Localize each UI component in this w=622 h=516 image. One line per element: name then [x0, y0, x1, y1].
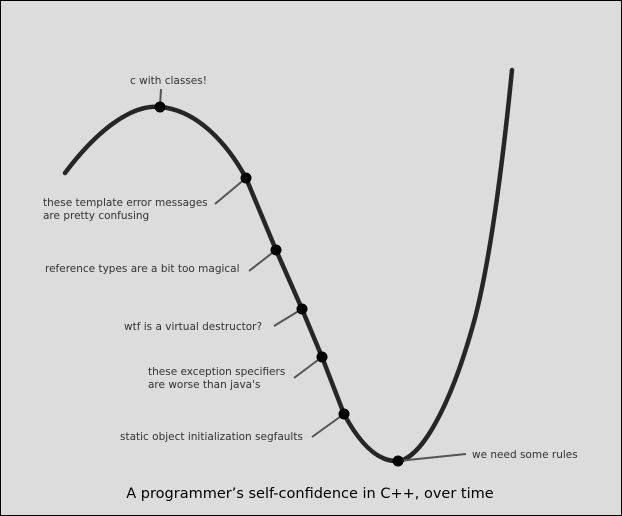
- milestone-point: [240, 172, 252, 184]
- milestone-point: [316, 351, 328, 363]
- milestone-point: [270, 244, 282, 256]
- annotation-line: c with classes!: [130, 75, 207, 87]
- annotation-label: reference types are a bit too magical: [45, 263, 240, 275]
- annotation-line: static object initialization segfaults: [120, 431, 303, 443]
- annotation-line: these exception specifiers: [148, 366, 285, 378]
- annotation-label: wtf is a virtual destructor?: [124, 321, 262, 333]
- annotation-line: we need some rules: [472, 449, 578, 461]
- annotation-leader: [311, 413, 345, 438]
- annotation-label: c with classes!: [130, 75, 207, 87]
- annotation-line: reference types are a bit too magical: [45, 263, 240, 275]
- annotation-leader: [293, 356, 323, 379]
- annotation-leader: [397, 453, 467, 462]
- milestone-point: [392, 455, 404, 467]
- annotation-label: we need some rules: [472, 449, 578, 461]
- milestone-point: [338, 408, 350, 420]
- annotation-line: are pretty confusing: [43, 210, 149, 222]
- annotation-line: these template error messages: [43, 197, 208, 209]
- annotation-leader: [248, 249, 277, 272]
- annotation-line: wtf is a virtual destructor?: [124, 321, 262, 333]
- annotation-line: are worse than java's: [148, 379, 260, 391]
- chart-title: A programmer’s self-confidence in C++, o…: [126, 486, 494, 502]
- milestone-point: [296, 303, 308, 315]
- milestone-point: [154, 101, 166, 113]
- annotation-leader: [214, 177, 247, 205]
- annotation-label: static object initialization segfaults: [120, 431, 303, 443]
